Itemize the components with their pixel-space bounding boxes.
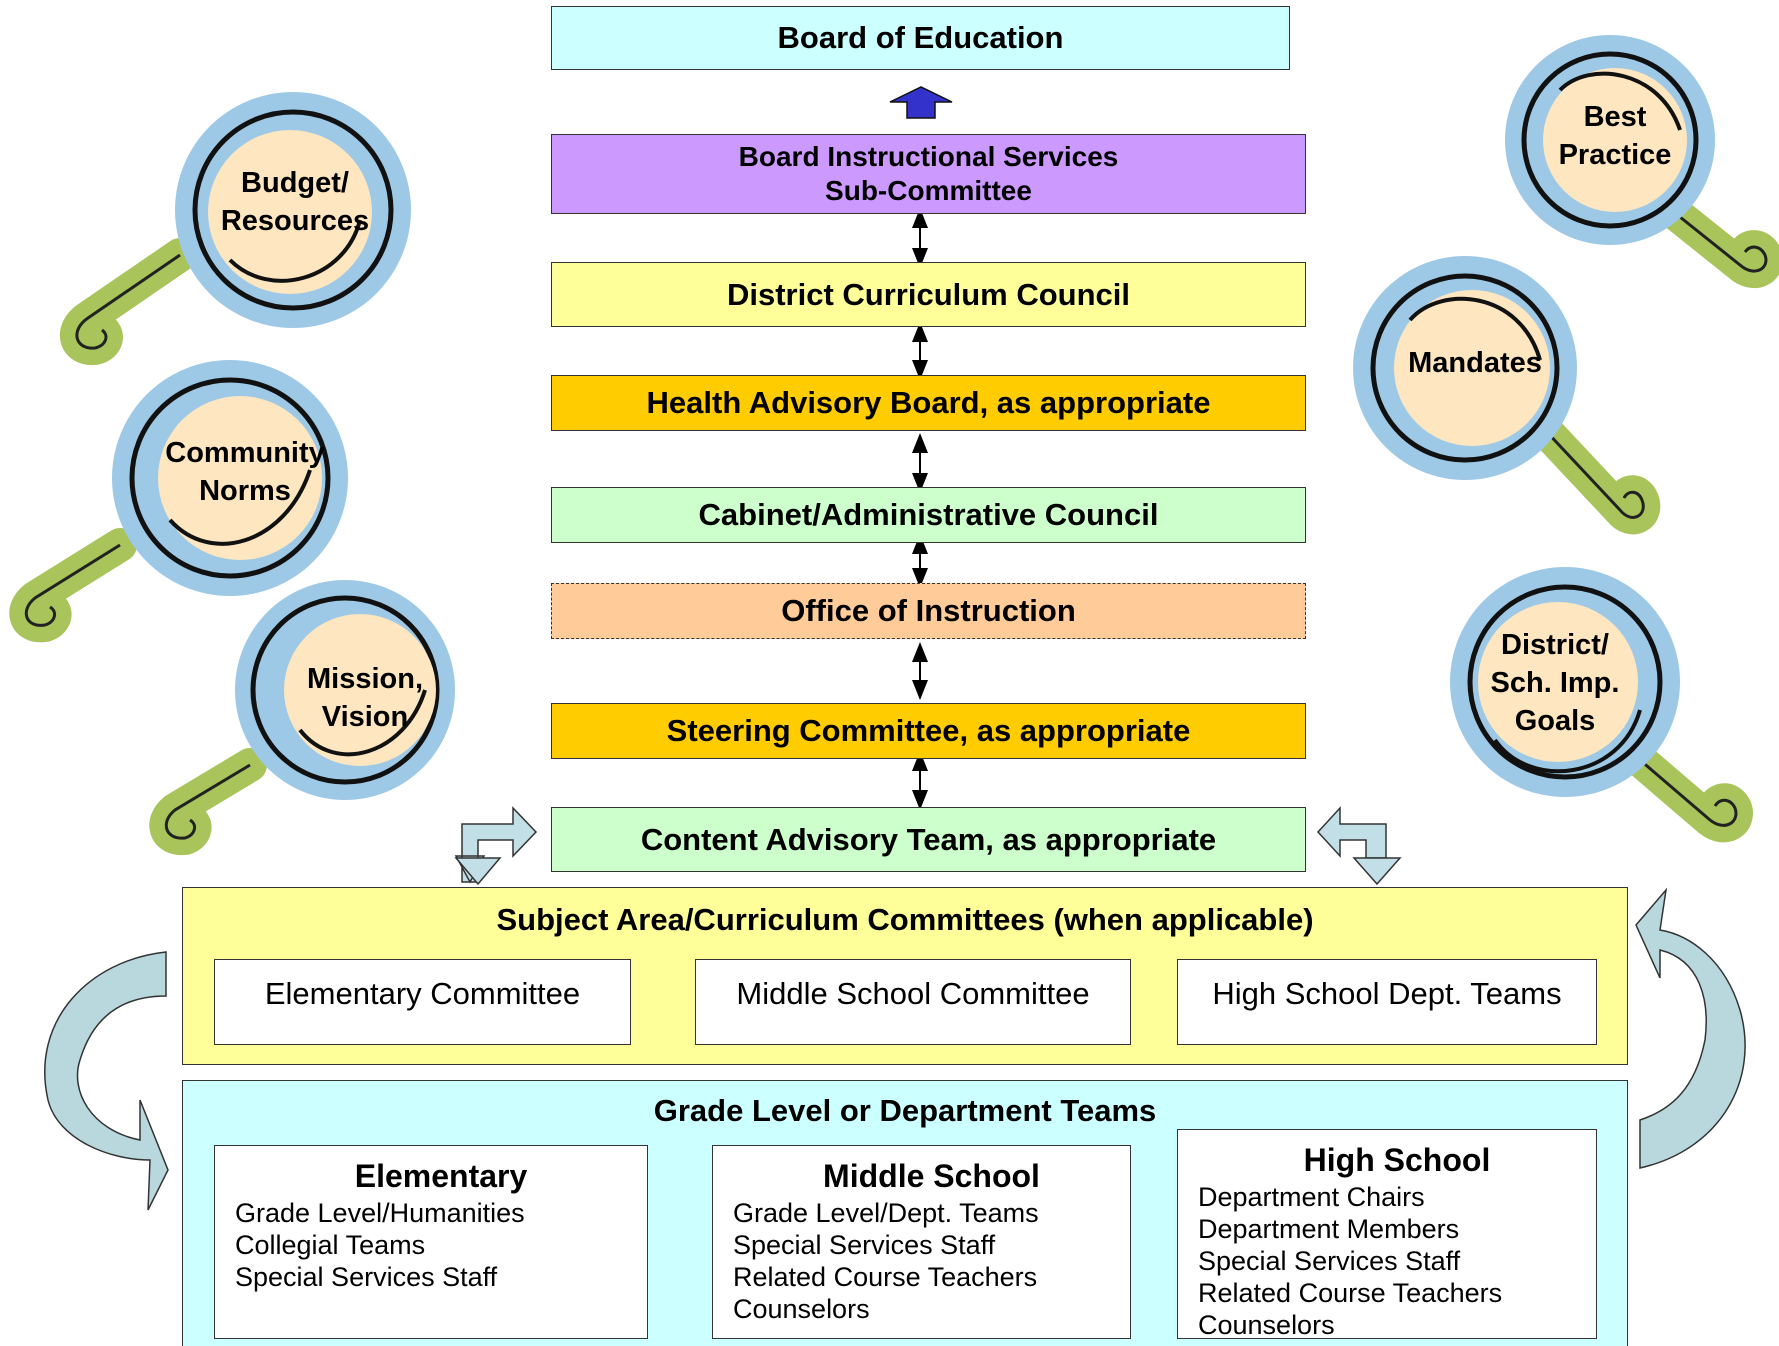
board-instructional-box: Board Instructional Services Sub-Committ… (551, 134, 1306, 214)
health-advisory-board-box: Health Advisory Board, as appropriate (551, 375, 1306, 431)
budget-label: Budget/ Resources (220, 167, 370, 237)
district-goals-label: District/ Sch. Imp. Goals (1490, 629, 1620, 737)
steering-committee-label: Steering Committee, as appropriate (666, 713, 1191, 748)
board-of-education-label: Board of Education (777, 20, 1064, 55)
content-advisory-team-label: Content Advisory Team, as appropriate (640, 821, 1217, 857)
high-school-heading: High School (1303, 1142, 1491, 1178)
elementary-item: Collegial Teams (235, 1230, 426, 1260)
magnifier-district-goals-icon (1450, 567, 1753, 843)
middle-school-item: Grade Level/Dept. Teams (733, 1198, 1039, 1228)
board-instructional-line2: Sub-Committee (825, 175, 1032, 206)
left-bent-arrow-head (454, 857, 502, 886)
high-school-item: Special Services Staff (1198, 1246, 1461, 1276)
middle-school-heading: Middle School (823, 1158, 1040, 1194)
elementary-committee-box: Elementary Committee (214, 959, 631, 1045)
best-practice-label: Best Practice (1558, 101, 1672, 171)
elementary-item: Special Services Staff (235, 1262, 498, 1292)
high-school-item: Department Chairs (1198, 1182, 1425, 1212)
middle-school-item: Special Services Staff (733, 1230, 996, 1260)
board-instructional-line1: Board Instructional Services (738, 141, 1119, 172)
high-school-item: Related Course Teachers (1198, 1278, 1503, 1308)
magnifier-community-icon (9, 360, 348, 643)
community-label: Community Norms (165, 437, 325, 507)
middle-school-committee-label: Middle School Committee (736, 976, 1090, 1011)
middle-school-committee-box: Middle School Committee (695, 959, 1131, 1045)
right-cycle-arrow (1635, 887, 1746, 1169)
mission-label: Mission, Vision (306, 663, 423, 733)
magnifier-mission-icon (149, 580, 455, 856)
high-school-teams-box: High School Dept. Teams (1177, 959, 1597, 1045)
office-of-instruction-label: Office of Instruction (781, 593, 1076, 628)
left-cycle-arrow (44, 951, 169, 1211)
magnifier-best-practice-icon (1505, 35, 1779, 288)
content-advisory-team-box: Content Advisory Team, as appropriate (551, 807, 1306, 872)
high-school-teams-label: High School Dept. Teams (1212, 976, 1562, 1011)
office-of-instruction-box: Office of Instruction (551, 583, 1306, 639)
elementary-heading: Elementary (354, 1158, 528, 1194)
high-school-group-box: High School Department Chairs Department… (1177, 1129, 1597, 1340)
elementary-item: Grade Level/Humanities (235, 1198, 525, 1228)
magnifier-budget-icon (60, 92, 411, 365)
subject-area-panel: Subject Area/Curriculum Committees (when… (182, 887, 1628, 1065)
right-bent-arrow-head (1352, 857, 1402, 886)
district-curriculum-council-label: District Curriculum Council (726, 276, 1131, 312)
middle-school-item: Related Course Teachers (733, 1262, 1038, 1292)
board-of-education-box: Board of Education (551, 6, 1290, 70)
steering-committee-box: Steering Committee, as appropriate (551, 703, 1306, 759)
blue-up-arrow (889, 86, 953, 119)
magnifier-mandates-icon (1353, 256, 1661, 535)
mandates-label: Mandates (1408, 347, 1542, 379)
cabinet-council-label: Cabinet/Administrative Council (698, 497, 1159, 532)
middle-school-item: Counselors (733, 1294, 870, 1324)
cabinet-council-box: Cabinet/Administrative Council (551, 487, 1306, 543)
district-curriculum-council-box: District Curriculum Council (551, 262, 1306, 327)
subject-area-title: Subject Area/Curriculum Committees (when… (496, 902, 1314, 937)
middle-school-group-box: Middle School Grade Level/Dept. Teams Sp… (712, 1145, 1131, 1339)
elementary-committee-label: Elementary Committee (264, 976, 581, 1011)
elementary-group-box: Elementary Grade Level/Humanities Colleg… (214, 1145, 648, 1339)
health-advisory-board-label: Health Advisory Board, as appropriate (646, 385, 1211, 420)
high-school-item: Counselors (1198, 1310, 1335, 1340)
grade-level-title: Grade Level or Department Teams (653, 1093, 1157, 1128)
right-bent-arrow (1316, 806, 1387, 859)
high-school-item: Department Members (1198, 1214, 1460, 1244)
grade-level-panel: Grade Level or Department Teams Elementa… (182, 1080, 1628, 1346)
